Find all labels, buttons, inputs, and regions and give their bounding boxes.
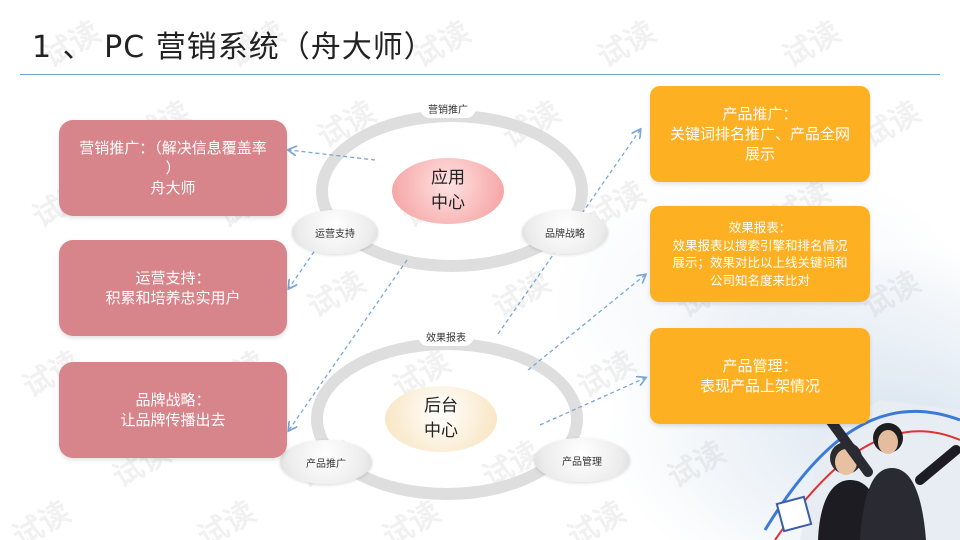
box-line: 表现产品上架情况 (699, 377, 820, 395)
box-line: 效果报表以搜索引擎和排名情况 (672, 237, 848, 253)
backend-center-line: 后台 (424, 395, 458, 416)
box-line: 让品牌传播出去 (120, 411, 226, 429)
node-product-management: 产品管理 (534, 438, 630, 482)
node-marketing-promotion: 营销推广 (420, 98, 476, 118)
box-line: 产品推广： (722, 104, 798, 123)
box-line: 运营支持： (135, 268, 211, 287)
box-line: 公司知名度来比对 (709, 272, 810, 288)
people-photo-illustration (763, 400, 960, 540)
node-brand-strategy: 品牌战略 (522, 210, 608, 254)
backend-center-line: 中心 (424, 421, 458, 441)
performance-report-box: 效果报表： 效果报表以搜索引擎和排名情况 展示；效果对比以上线关键词和 公司知名… (650, 206, 870, 302)
node-product-promotion: 产品推广 (280, 440, 372, 484)
box-line: 积累和培养忠实用户 (105, 289, 241, 307)
product-management-box: 产品管理： 表现产品上架情况 (650, 328, 870, 424)
box-line: 关键词排名推广、产品全网 (669, 124, 850, 143)
box-line: 舟大师 (150, 179, 196, 198)
title-divider (20, 74, 940, 75)
box-line: 效果报表： (728, 220, 792, 235)
application-center-line: 中心 (431, 193, 465, 213)
node-operations-support: 运营支持 (292, 210, 378, 254)
page-title: 1 、 PC 营销系统（舟大师） (32, 30, 435, 65)
marketing-promotion-box: 营销推广：（解决信息覆盖率 ） 舟大师 (59, 120, 287, 216)
box-line: 品牌战略： (135, 390, 211, 409)
operations-support-box: 运营支持： 积累和培养忠实用户 (59, 240, 287, 336)
product-promotion-box: 产品推广： 关键词排名推广、产品全网 展示 (650, 86, 870, 182)
box-line: 营销推广：（解决信息覆盖率 (79, 138, 267, 157)
application-center: 应用 中心 (392, 158, 504, 224)
box-line: 展示 (744, 145, 775, 164)
brand-strategy-box: 品牌战略： 让品牌传播出去 (59, 362, 287, 458)
backend-center: 后台 中心 (385, 386, 497, 452)
node-performance-report: 效果报表 (418, 326, 474, 346)
box-line: 展示；效果对比以上线关键词和 (672, 255, 848, 270)
box-line: 产品管理： (722, 356, 798, 375)
box-line: ） (165, 158, 181, 177)
application-center-line: 应用 (431, 167, 465, 188)
